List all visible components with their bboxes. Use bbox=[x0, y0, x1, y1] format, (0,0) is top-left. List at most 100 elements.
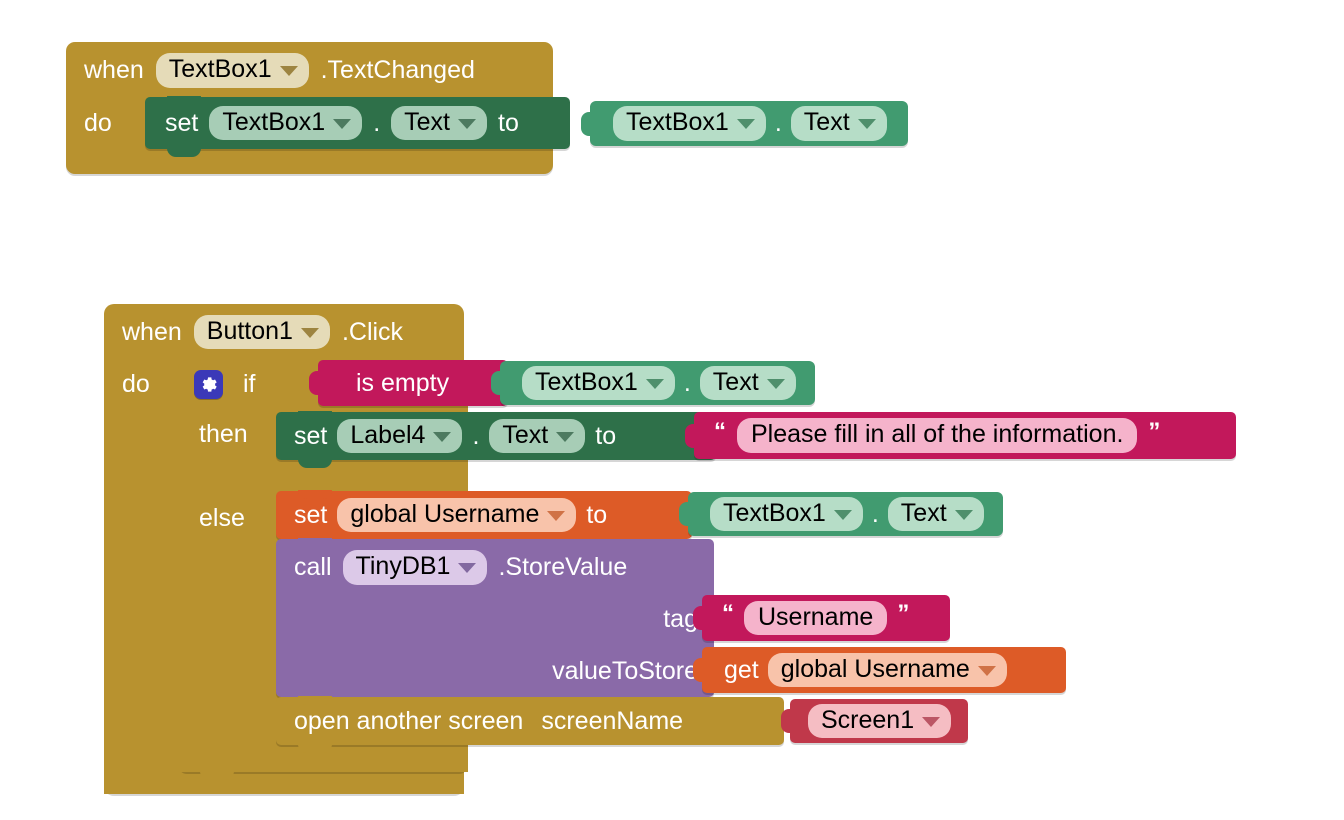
is-empty-label: is empty bbox=[356, 368, 450, 397]
screen-value-block-screen1[interactable]: Screen1 bbox=[781, 699, 968, 743]
dot-separator: . bbox=[683, 368, 691, 397]
if-row: if bbox=[194, 370, 256, 399]
value-plug-tab bbox=[685, 423, 696, 448]
setter-block-label4-text[interactable]: set Label4 . Text to bbox=[276, 411, 716, 468]
chevron-down-icon bbox=[300, 327, 319, 338]
getter-property-dropdown[interactable]: Text bbox=[790, 106, 887, 141]
getter-component-dropdown[interactable]: TextBox1 bbox=[522, 365, 675, 401]
call-block-tinydb1-storevalue[interactable]: call TinyDB1 .StoreValue tag valueToStor… bbox=[276, 538, 714, 705]
if-keyword: if bbox=[243, 370, 256, 398]
arg-label-valuetostore: valueToStore bbox=[552, 657, 698, 685]
open-screen-label: open another screen bbox=[294, 706, 524, 735]
chevron-down-icon bbox=[857, 119, 876, 129]
setter-block-textbox1-text[interactable]: set TextBox1 . Text to bbox=[145, 96, 570, 157]
setter-property-dropdown[interactable]: Text bbox=[489, 418, 586, 454]
event-block-footer bbox=[66, 160, 553, 174]
screen-name-label: Screen1 bbox=[821, 705, 915, 734]
dot-separator: . bbox=[774, 109, 782, 137]
value-plug-tab bbox=[693, 658, 704, 682]
getter-block-global-username[interactable]: get global Username bbox=[693, 647, 1066, 693]
getter-property-label: Text bbox=[803, 108, 850, 137]
dot-separator: . bbox=[373, 108, 381, 137]
string-value-field[interactable]: Username bbox=[744, 600, 888, 636]
value-plug-tab bbox=[491, 371, 502, 395]
variable-dropdown[interactable]: global Username bbox=[337, 497, 577, 533]
dot-separator: . bbox=[871, 499, 879, 528]
getter-property-label: Text bbox=[712, 367, 759, 396]
component-dropdown-label: TextBox1 bbox=[168, 55, 272, 84]
setter-block-global-username[interactable]: set global Username to bbox=[276, 490, 692, 547]
getter-component-dropdown[interactable]: TextBox1 bbox=[613, 106, 766, 141]
component-dropdown-textbox1[interactable]: TextBox1 bbox=[155, 53, 309, 88]
variable-name-label: global Username bbox=[780, 654, 970, 683]
chevron-down-icon bbox=[977, 665, 996, 676]
chevron-down-icon bbox=[556, 431, 575, 442]
text-string-block-message[interactable]: “ Please fill in all of the information.… bbox=[685, 412, 1236, 459]
component-dropdown-label: TinyDB1 bbox=[355, 552, 451, 580]
chevron-down-icon bbox=[279, 66, 298, 76]
variable-name-label: global Username bbox=[350, 499, 540, 528]
component-dropdown-label: Button1 bbox=[206, 316, 293, 345]
text-block-is-empty[interactable]: is empty bbox=[309, 360, 508, 406]
event-name-label: .TextChanged bbox=[320, 56, 475, 84]
getter-component-dropdown[interactable]: TextBox1 bbox=[710, 496, 863, 532]
chevron-down-icon bbox=[333, 118, 352, 129]
block-bottom-notch bbox=[298, 744, 332, 753]
open-quote-glyph: “ bbox=[722, 600, 734, 627]
getter-block-textbox1-text-else[interactable]: TextBox1 . Text bbox=[679, 492, 1003, 536]
chevron-down-icon bbox=[458, 562, 477, 573]
to-keyword: to bbox=[595, 421, 617, 450]
else-keyword: else bbox=[199, 504, 245, 532]
getter-component-label: TextBox1 bbox=[723, 498, 826, 527]
event-name-label: .Click bbox=[341, 317, 404, 346]
screen-name-dropdown[interactable]: Screen1 bbox=[808, 703, 952, 739]
gear-icon[interactable] bbox=[194, 370, 223, 399]
block-bottom-notch bbox=[167, 148, 201, 157]
getter-block-textbox1-text[interactable]: TextBox1 . Text bbox=[581, 101, 908, 146]
when-keyword: when bbox=[84, 56, 144, 84]
set-keyword: set bbox=[294, 421, 328, 450]
block-bottom-notch bbox=[298, 459, 332, 468]
block-top-notch bbox=[298, 696, 332, 705]
string-value-field[interactable]: Please fill in all of the information. bbox=[737, 418, 1138, 453]
event-block-do-section: do bbox=[66, 99, 112, 161]
getter-property-dropdown[interactable]: Text bbox=[887, 496, 984, 532]
variable-dropdown[interactable]: global Username bbox=[767, 652, 1007, 688]
chevron-down-icon bbox=[922, 716, 941, 727]
setter-component-label: Label4 bbox=[350, 420, 426, 449]
close-quote-glyph: ” bbox=[1148, 417, 1161, 445]
do-keyword: do bbox=[122, 370, 150, 398]
setter-property-label: Text bbox=[502, 420, 549, 449]
event-block-footer bbox=[104, 772, 464, 794]
setter-component-dropdown[interactable]: Label4 bbox=[337, 418, 463, 454]
event-block-header: when Button1 .Click bbox=[104, 304, 403, 360]
method-name-label: .StoreValue bbox=[498, 552, 628, 581]
call-keyword: call bbox=[294, 552, 332, 581]
chevron-down-icon bbox=[645, 378, 664, 389]
call-header-row: call TinyDB1 .StoreValue bbox=[294, 550, 627, 585]
setter-property-dropdown[interactable]: Text bbox=[391, 105, 488, 141]
getter-property-dropdown[interactable]: Text bbox=[699, 365, 796, 401]
component-dropdown-tinydb1[interactable]: TinyDB1 bbox=[342, 550, 488, 585]
chevron-down-icon bbox=[547, 510, 566, 521]
open-quote-glyph: “ bbox=[714, 417, 726, 445]
block-top-notch bbox=[200, 359, 234, 368]
getter-block-textbox1-text-condition[interactable]: TextBox1 . Text bbox=[491, 361, 815, 405]
value-plug-tab bbox=[309, 371, 320, 395]
text-string-block-tag[interactable]: “ Username ” bbox=[693, 595, 950, 641]
control-block-open-another-screen[interactable]: open another screen screenName bbox=[276, 696, 784, 753]
block-top-notch bbox=[298, 538, 332, 547]
setter-component-label: TextBox1 bbox=[222, 107, 326, 136]
getter-component-label: TextBox1 bbox=[626, 108, 729, 137]
setter-component-dropdown[interactable]: TextBox1 bbox=[209, 105, 363, 141]
getter-component-label: TextBox1 bbox=[535, 367, 638, 396]
to-keyword: to bbox=[498, 108, 519, 137]
block-top-notch bbox=[298, 411, 332, 420]
getter-property-label: Text bbox=[900, 498, 947, 527]
component-dropdown-button1[interactable]: Button1 bbox=[193, 314, 330, 350]
chevron-down-icon bbox=[433, 431, 452, 442]
screenname-param-label: screenName bbox=[541, 706, 684, 735]
chevron-down-icon bbox=[833, 509, 852, 520]
then-keyword: then bbox=[199, 420, 248, 448]
